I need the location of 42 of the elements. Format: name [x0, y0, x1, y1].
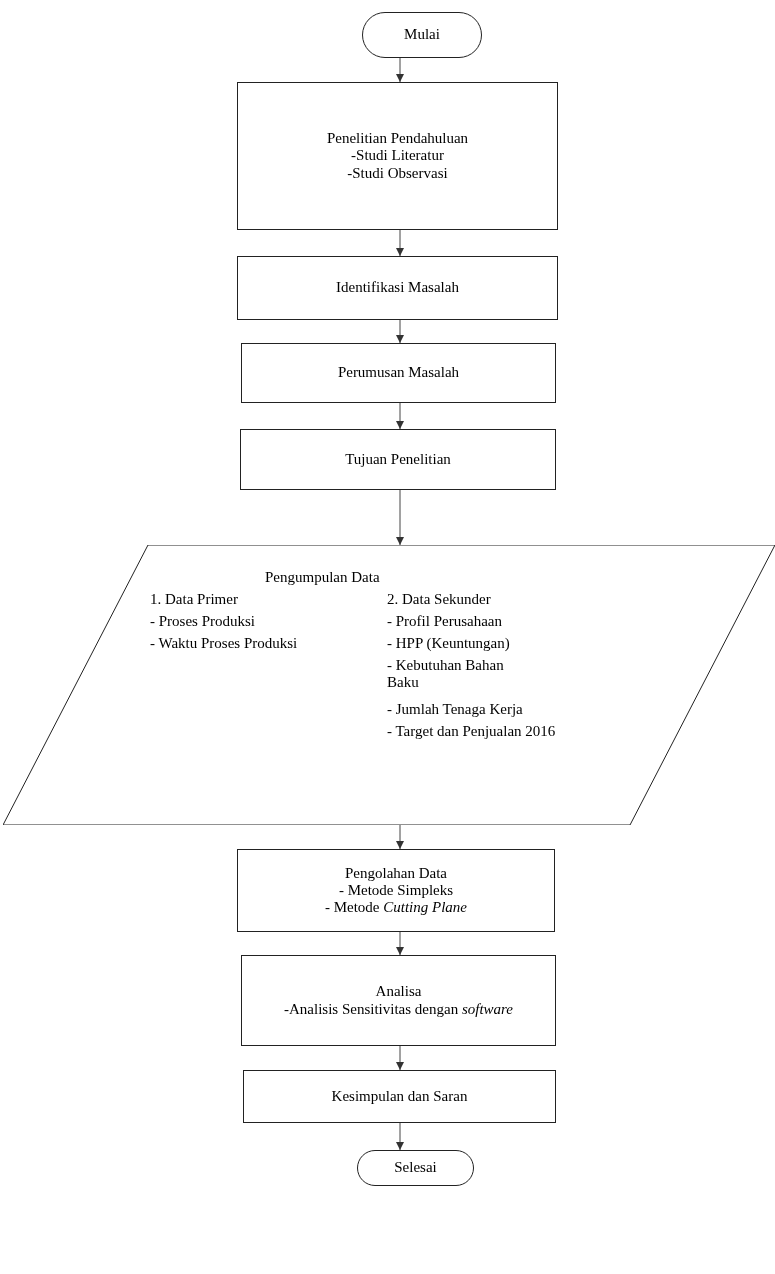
arrow — [396, 1045, 404, 1071]
arrow — [396, 229, 404, 257]
node-text: - Target dan Penjualan 2016 — [387, 723, 557, 741]
process-box — [237, 82, 558, 230]
process-box — [241, 955, 556, 1046]
process-box — [240, 429, 556, 490]
node-heading: Mulai — [404, 26, 440, 44]
arrow — [396, 1122, 404, 1151]
node-text: - Profil Perusahaan — [387, 613, 502, 631]
node-text: -Studi Observasi — [347, 164, 448, 182]
arrow — [396, 402, 404, 430]
node-text: 2. Data Sekunder — [387, 591, 491, 609]
node-heading: Pengolahan Data — [344, 864, 448, 882]
node-text: - HPP (Keuntungan) — [387, 635, 510, 653]
node-text: - Waktu Proses Produksi — [150, 635, 298, 653]
process-box — [237, 849, 555, 932]
process-box — [241, 343, 556, 403]
arrow — [396, 319, 404, 344]
node-text: - Metode Simpleks — [338, 881, 454, 900]
node-text: - Jumlah Tenaga Kerja — [387, 701, 523, 719]
node-heading: Pengumpulan Data — [265, 569, 380, 587]
node-text: - Kebutuhan Bahan Baku — [387, 657, 505, 692]
terminator-shape — [357, 1150, 474, 1186]
node-text: - Metode Cutting Plane — [324, 899, 468, 917]
terminator-shape — [362, 12, 482, 58]
node-text: 1. Data Primer — [150, 591, 238, 609]
node-text: -Studi Literatur — [351, 147, 444, 165]
arrow — [396, 931, 404, 956]
node-heading: Tujuan Penelitian — [345, 450, 451, 469]
node-heading: Perumusan Masalah — [337, 364, 460, 382]
process-box — [237, 256, 558, 320]
node-text: - Proses Produksi — [150, 613, 255, 631]
node-heading: Kesimpulan dan Saran — [331, 1087, 468, 1106]
node-heading: Analisa — [375, 983, 422, 1001]
arrow — [396, 57, 404, 83]
node-heading: Selesai — [394, 1159, 437, 1177]
arrow — [396, 489, 404, 546]
node-heading: Identifikasi Masalah — [336, 279, 459, 297]
process-box — [243, 1070, 556, 1123]
arrow — [396, 824, 404, 850]
node-heading: Penelitian Pendahuluan — [326, 130, 469, 148]
node-text: -Analisis Sensitivitas dengan software — [284, 1000, 513, 1018]
